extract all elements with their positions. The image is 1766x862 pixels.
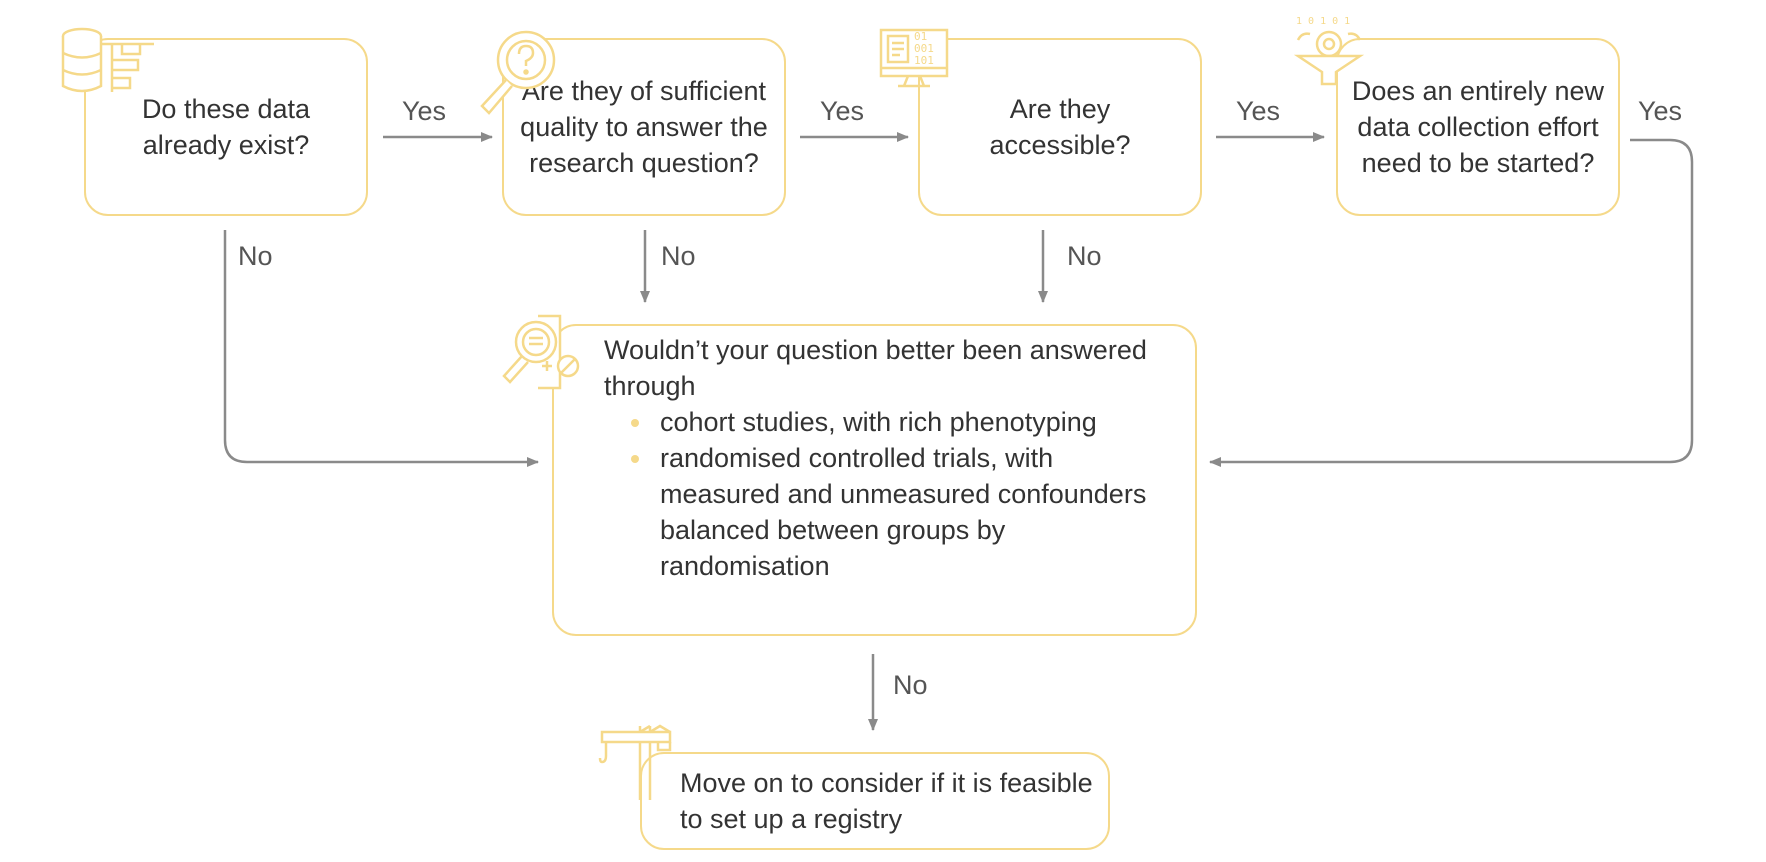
edge-label-no: No [1067, 241, 1102, 271]
svg-text:01: 01 [914, 30, 927, 43]
alternatives-list: cohort studies, with rich phenotyping ra… [604, 404, 1175, 584]
document-search-icon [502, 314, 580, 390]
svg-text:1 0 1 0 1: 1 0 1 0 1 [1296, 16, 1350, 27]
database-icon [61, 27, 154, 93]
registry-box: Move on to consider if it is feasible to… [640, 752, 1110, 850]
arrow-exist-no-to-alternatives [223, 230, 539, 467]
decision-text: Do these data already exist? [141, 94, 311, 160]
decision-text: Does an entirely new data collection eff… [1351, 76, 1605, 178]
magnifier-question-icon [480, 30, 556, 115]
alternatives-box: Wouldn’t your question better been answe… [552, 324, 1197, 636]
edge-label-yes: Yes [1638, 96, 1683, 126]
arrow-new-to-alternatives [1209, 138, 1694, 467]
decision-text: Are they accessible? [989, 94, 1131, 160]
edge-label-no: No [238, 241, 273, 271]
alternative-item: randomised controlled trials, with measu… [631, 440, 1175, 584]
registry-text: Move on to consider if it is feasible to… [680, 768, 1093, 834]
decision-box-exist: Do these data already exist? [84, 38, 368, 216]
svg-text:001: 001 [914, 42, 934, 55]
decision-box-new-collection: Does an entirely new data collection eff… [1336, 38, 1620, 216]
edge-label-yes: Yes [402, 96, 447, 126]
funnel-gear-icon: 1 0 1 0 1 [1293, 16, 1365, 86]
decision-text: Are they of sufficient quality to answer… [520, 76, 768, 178]
edge-label-no: No [661, 241, 696, 271]
decision-box-accessible: Are they accessible? [918, 38, 1202, 216]
edge-label-no: No [893, 670, 928, 700]
svg-text:101: 101 [914, 54, 934, 67]
edge-label-yes: Yes [820, 96, 865, 126]
alternatives-intro: Wouldn’t your question better been answe… [604, 335, 1147, 401]
decision-box-quality: Are they of sufficient quality to answer… [502, 38, 786, 216]
alternative-item: cohort studies, with rich phenotyping [631, 404, 1175, 440]
edge-label-yes: Yes [1236, 96, 1281, 126]
crane-icon [598, 724, 672, 800]
computer-binary-icon: 01 001 101 [879, 28, 949, 88]
